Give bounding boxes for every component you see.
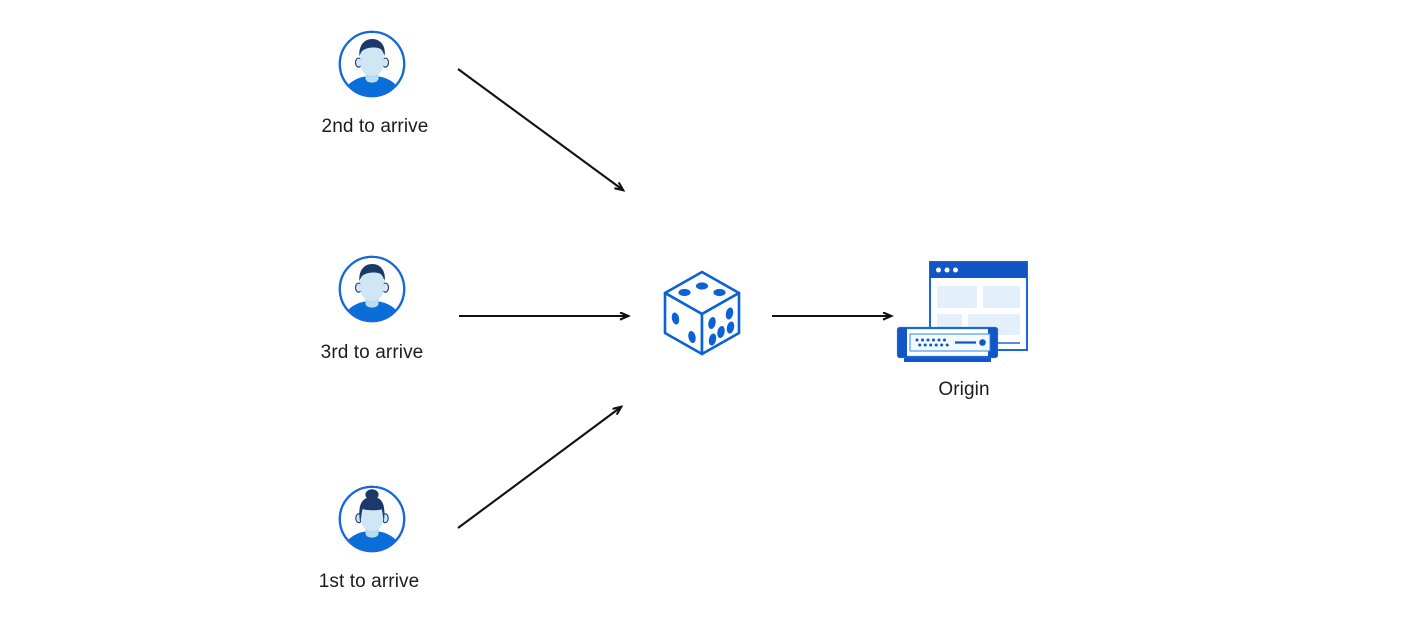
- origin-label: Origin: [938, 379, 990, 400]
- visitor-avatar-3rd[interactable]: [336, 253, 408, 325]
- arrow-from-1st-visitor-to-dice: [457, 407, 621, 529]
- visitor-avatar-2nd[interactable]: [336, 28, 408, 100]
- visitor-label-3rd: 3rd to arrive: [320, 342, 424, 363]
- origin-server-icon: [896, 261, 1028, 362]
- user-avatar-icon: [338, 255, 406, 323]
- arrow-from-2nd-visitor-to-dice: [457, 68, 623, 190]
- user-avatar-icon: [338, 485, 406, 553]
- dice-icon: [663, 270, 741, 356]
- user-avatar-icon: [338, 30, 406, 98]
- origin-node[interactable]: [893, 255, 1033, 365]
- server-device-icon: [896, 326, 999, 362]
- visitor-label-2nd: 2nd to arrive: [321, 116, 429, 137]
- randomizer-dice[interactable]: [659, 268, 745, 358]
- visitor-label-1st: 1st to arrive: [318, 571, 420, 592]
- visitor-avatar-1st[interactable]: [336, 483, 408, 555]
